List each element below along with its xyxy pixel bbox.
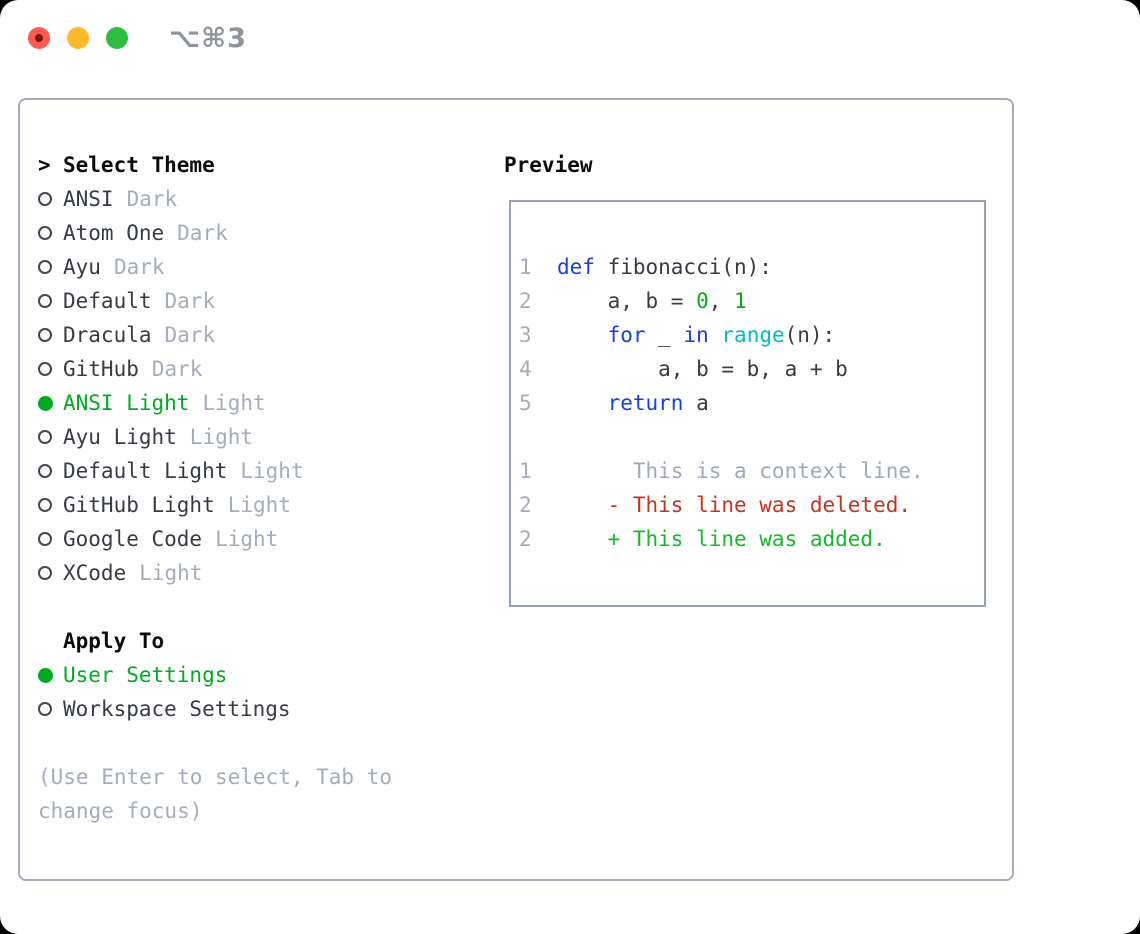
preview-title: Preview <box>504 153 593 177</box>
window-title: ⌥⌘3 <box>169 22 247 54</box>
radio-icon <box>38 226 63 240</box>
line-number: 1 <box>519 255 532 279</box>
theme-variant-tag: Dark <box>113 255 165 279</box>
theme-option-dracula-dark[interactable]: Dracula Dark <box>38 318 392 352</box>
theme-selector: > Select Theme ANSI Dark Atom One Dark A… <box>38 148 392 828</box>
radio-icon <box>38 566 63 580</box>
spacer-line <box>519 420 984 454</box>
theme-variant-tag: Dark <box>177 221 228 245</box>
select-theme-header: > Select Theme <box>38 148 392 182</box>
theme-option-github-light[interactable]: GitHub Light Light <box>38 488 392 522</box>
radio-icon <box>38 430 63 444</box>
theme-option-atom-one-dark[interactable]: Atom One Dark <box>38 216 392 250</box>
theme-option-ansi-dark[interactable]: ANSI Dark <box>38 182 392 216</box>
radio-icon <box>38 328 63 342</box>
theme-option-ansi-light-selected[interactable]: ANSI Light Light <box>38 386 392 420</box>
theme-option-default-dark[interactable]: Default Dark <box>38 284 392 318</box>
theme-option-google-code[interactable]: Google Code Light <box>38 522 392 556</box>
theme-variant-tag: Dark <box>151 357 203 381</box>
radio-icon <box>38 498 63 512</box>
theme-variant-tag: Light <box>202 391 266 415</box>
theme-variant-tag: Light <box>189 425 254 449</box>
line-number: 3 <box>519 323 532 347</box>
line-number: 2 <box>519 289 532 313</box>
theme-variant-tag: Dark <box>164 323 216 347</box>
radio-icon <box>38 362 63 376</box>
theme-option-default-light[interactable]: Default Light Light <box>38 454 392 488</box>
code-line: 2 a, b = 0, 1 <box>519 289 747 313</box>
radio-selected-icon <box>38 395 63 411</box>
theme-option-github-dark[interactable]: GitHub Dark <box>38 352 392 386</box>
theme-option-xcode[interactable]: XCode Light <box>38 556 392 590</box>
radio-icon <box>38 260 63 274</box>
diff-deleted-line: 2 - This line was deleted. <box>519 493 912 517</box>
radio-icon <box>38 702 63 716</box>
theme-option-ayu-dark[interactable]: Ayu Dark <box>38 250 392 284</box>
close-button[interactable] <box>28 27 50 49</box>
theme-variant-tag: Light <box>139 561 203 585</box>
title-bar: ⌥⌘3 <box>28 23 247 54</box>
code-line: 5 return a <box>519 391 709 415</box>
theme-variant-tag: Light <box>227 493 291 517</box>
theme-variant-tag: Light <box>215 527 279 551</box>
radio-selected-icon <box>38 667 63 683</box>
radio-icon <box>38 294 63 308</box>
prompt-icon: > <box>38 153 51 177</box>
line-number: 2 <box>519 527 532 551</box>
line-number: 1 <box>519 459 532 483</box>
code-line: 3 for _ in range(n): <box>519 323 836 347</box>
help-hint-line2: change focus) <box>38 799 203 823</box>
code-line: 4 a, b = b, a + b <box>519 357 848 381</box>
main-panel: > Select Theme ANSI Dark Atom One Dark A… <box>18 98 1014 881</box>
diff-added-line: 2 + This line was added. <box>519 527 886 551</box>
zoom-button[interactable] <box>106 27 128 49</box>
theme-variant-tag: Light <box>240 459 304 483</box>
close-dot-icon <box>35 34 43 42</box>
spacer-row <box>38 590 392 624</box>
theme-variant-tag: Dark <box>164 289 216 313</box>
apply-option-workspace-settings[interactable]: Workspace Settings <box>38 692 392 726</box>
line-number: 2 <box>519 493 532 517</box>
theme-variant-tag: Dark <box>126 187 178 211</box>
line-number: 4 <box>519 357 532 381</box>
section-title: Select Theme <box>63 153 215 177</box>
radio-icon <box>38 532 63 546</box>
radio-icon <box>38 192 63 206</box>
diff-context-line: 1 This is a context line. <box>519 459 924 483</box>
spacer-row <box>38 726 392 760</box>
radio-icon <box>38 464 63 478</box>
line-number: 5 <box>519 391 532 415</box>
apply-to-header: Apply To <box>63 629 165 653</box>
theme-option-ayu-light[interactable]: Ayu Light Light <box>38 420 392 454</box>
help-hint-line1: (Use Enter to select, Tab to <box>38 765 393 789</box>
minimize-button[interactable] <box>67 27 89 49</box>
apply-option-user-settings[interactable]: User Settings <box>38 658 392 692</box>
